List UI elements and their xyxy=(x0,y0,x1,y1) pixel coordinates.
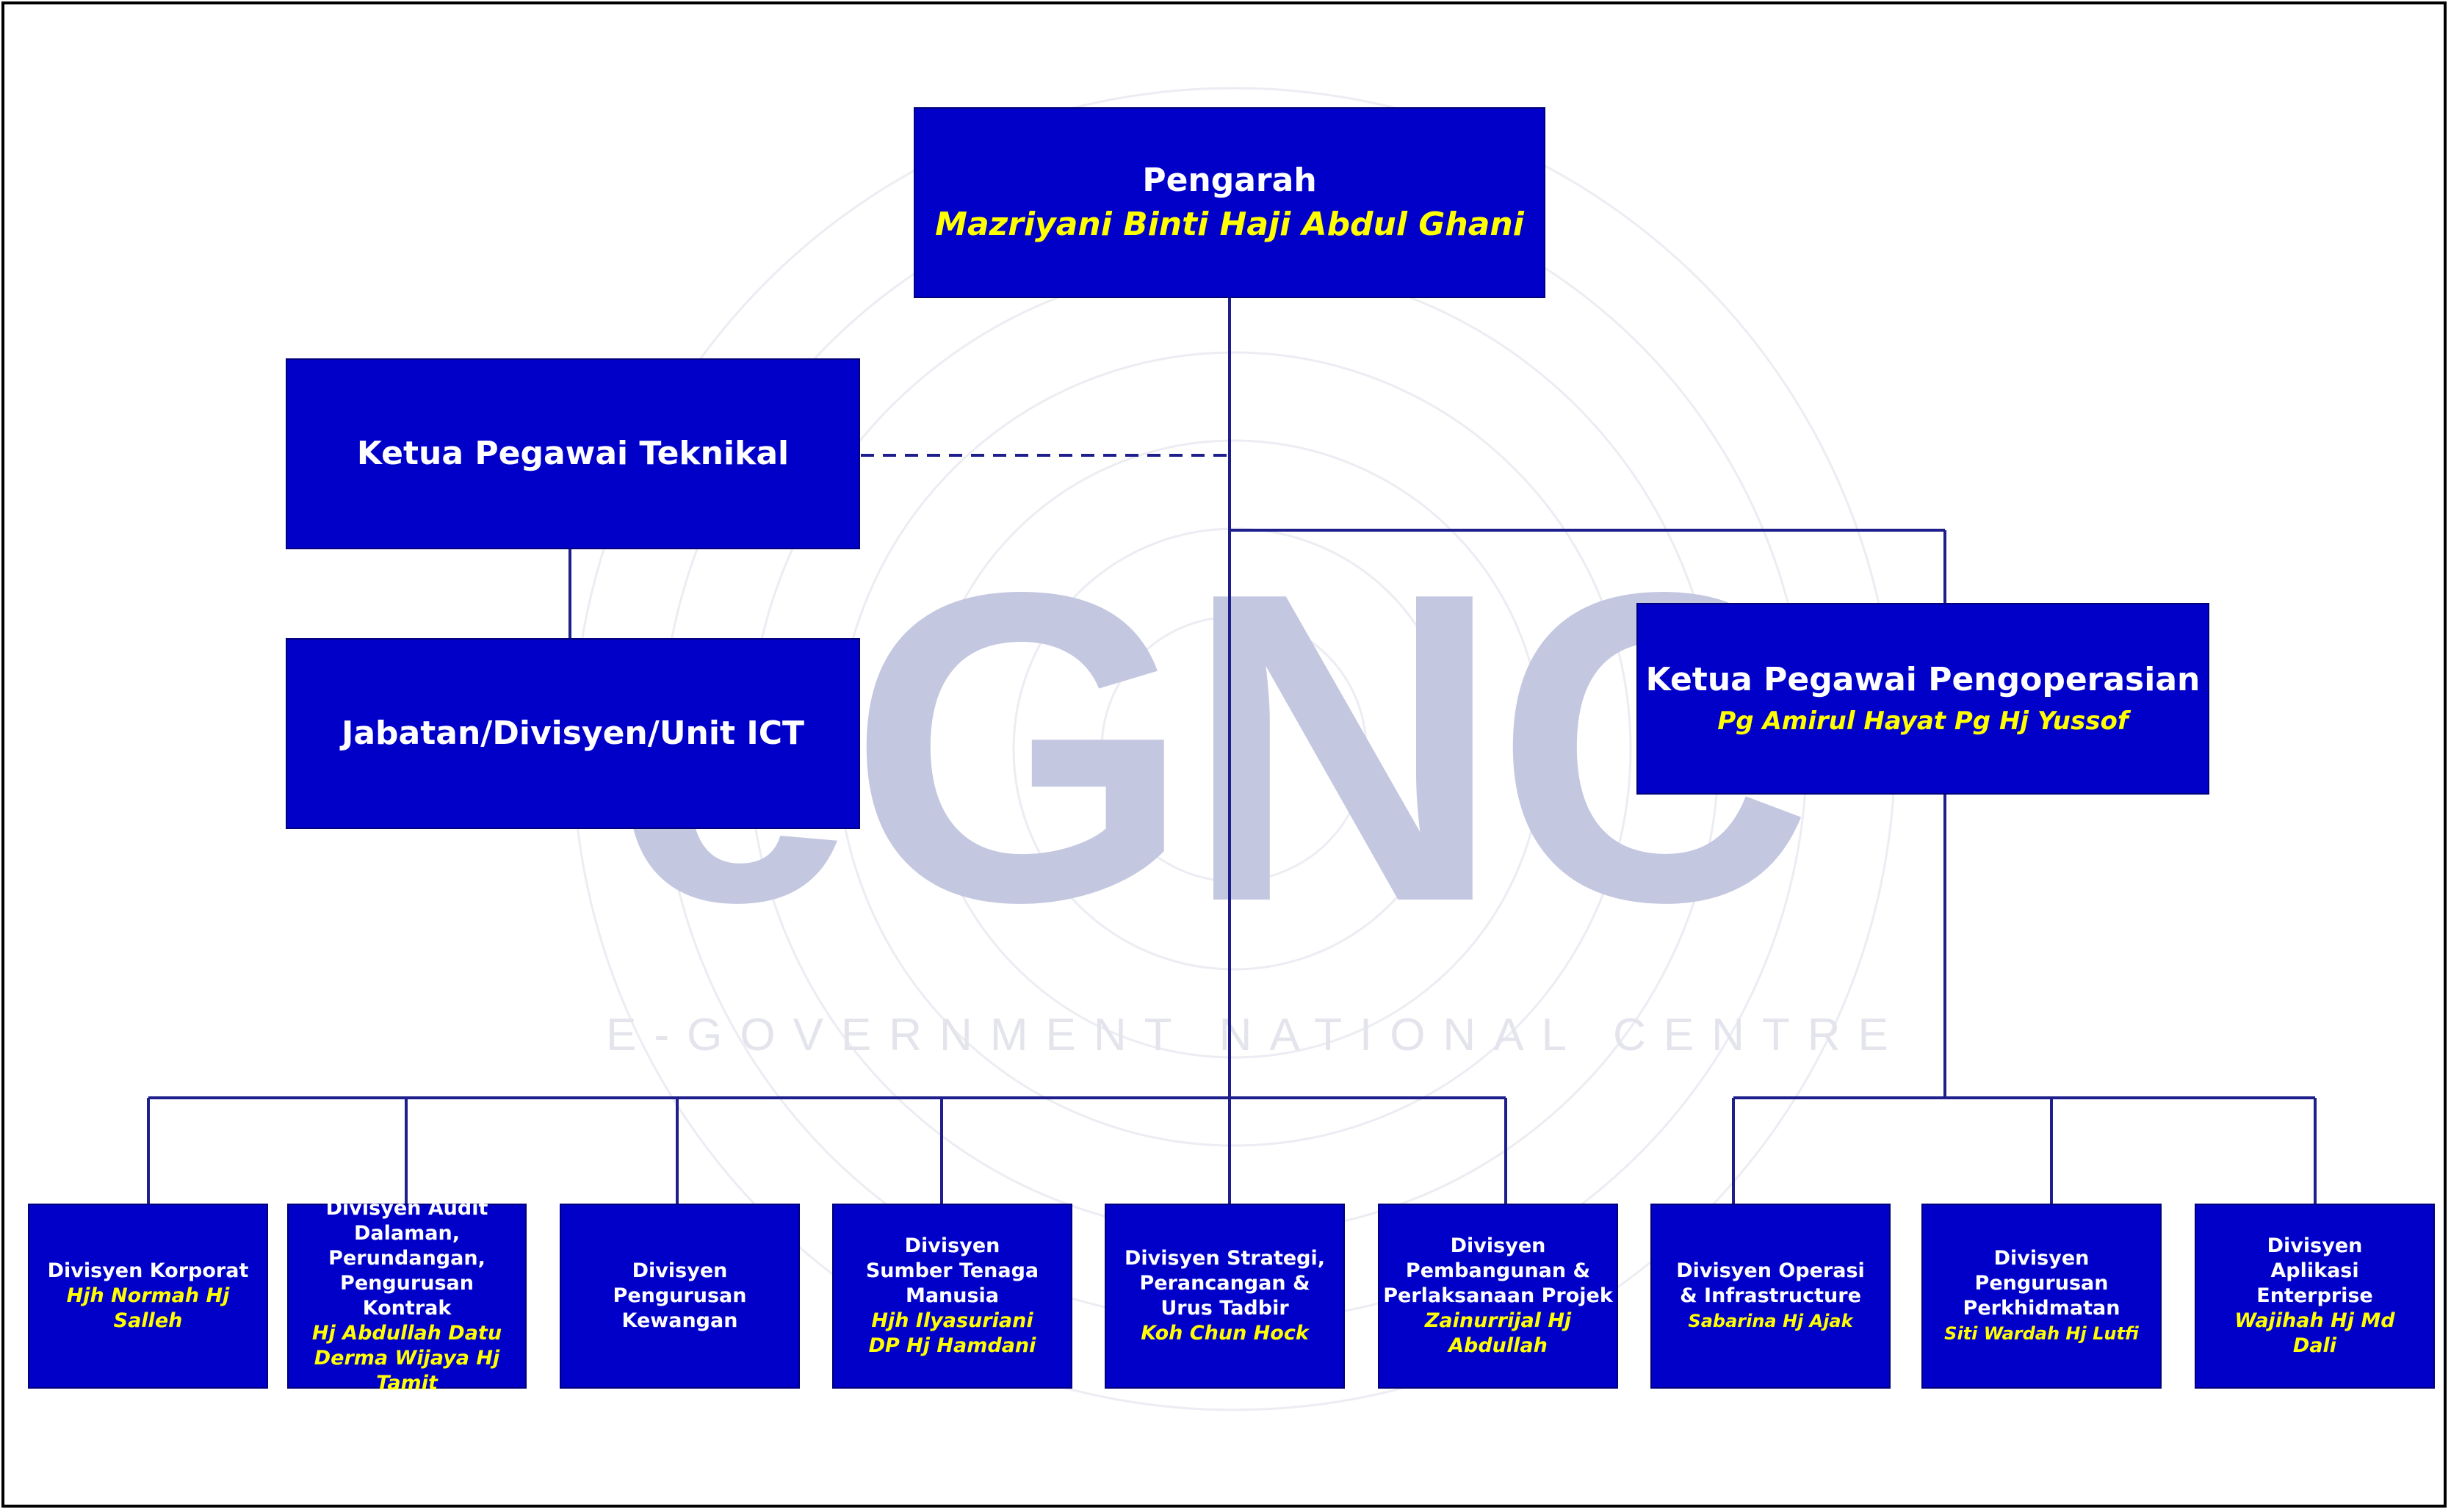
division-kewangan: Divisyen Pengurusan Kewangan xyxy=(560,1204,800,1389)
director-title: Pengarah xyxy=(1142,162,1317,199)
division-head-name: Hj Abdullah Datu Derma Wijaya Hj Tamit xyxy=(311,1322,502,1395)
division-title: Divisyen Aplikasi Enterprise xyxy=(2256,1234,2373,1307)
division-aplikasi: Divisyen Aplikasi Enterprise Wajihah Hj … xyxy=(2195,1204,2435,1389)
technical-officer-title: Ketua Pegawai Teknikal xyxy=(356,435,790,472)
division-head-name: Koh Chun Hock xyxy=(1141,1322,1309,1345)
division-strategi: Divisyen Strategi, Perancangan & Urus Ta… xyxy=(1105,1204,1345,1389)
division-title: Divisyen Operasi & Infrastructure xyxy=(1676,1259,1865,1307)
division-title: Divisyen Korporat xyxy=(47,1259,249,1282)
division-head-name: Siti Wardah Hj Lutfi xyxy=(1944,1323,2139,1344)
division-title: Divisyen Sumber Tenaga Manusia xyxy=(865,1234,1039,1307)
division-title: Divisyen Strategi, Perancangan & Urus Ta… xyxy=(1124,1247,1326,1320)
division-head-name: Hjh Normah Hj Salleh xyxy=(66,1284,230,1332)
division-title: Divisyen Pengurusan Kewangan xyxy=(613,1259,747,1332)
division-title: Divisyen Pembangunan & Perlaksanaan Proj… xyxy=(1383,1234,1613,1307)
ict-unit-box: Jabatan/Divisyen/Unit ICT xyxy=(286,638,860,829)
division-perkhidmatan: Divisyen Pengurusan Perkhidmatan Siti Wa… xyxy=(1921,1204,2162,1389)
division-title: Divisyen Pengurusan Perkhidmatan xyxy=(1963,1247,2120,1320)
division-sumber-manusia: Divisyen Sumber Tenaga Manusia Hjh Ilyas… xyxy=(832,1204,1072,1389)
division-operasi: Divisyen Operasi & Infrastructure Sabari… xyxy=(1650,1204,1891,1389)
operations-officer-title: Ketua Pegawai Pengoperasian xyxy=(1645,660,2201,698)
director-name: Mazriyani Binti Haji Abdul Ghani xyxy=(935,206,1524,243)
division-title: Divisyen Audit Dalaman, Perundangan, Pen… xyxy=(325,1197,488,1320)
division-head-name: Hjh Ilyasuriani DP Hj Hamdani xyxy=(868,1309,1036,1357)
division-head-name: Sabarina Hj Ajak xyxy=(1688,1311,1853,1331)
division-head-name: Zainurrijal Hj Abdullah xyxy=(1424,1309,1572,1357)
ict-unit-title: Jabatan/Divisyen/Unit ICT xyxy=(341,715,804,752)
division-audit: Divisyen Audit Dalaman, Perundangan, Pen… xyxy=(287,1197,527,1395)
division-head-name: Wajihah Hj Md Dali xyxy=(2234,1309,2395,1357)
operations-officer-name: Pg Amirul Hayat Pg Hj Yussof xyxy=(1717,706,2129,736)
operations-officer-box: Ketua Pegawai Pengoperasian Pg Amirul Ha… xyxy=(1636,603,2209,795)
technical-officer-box: Ketua Pegawai Teknikal xyxy=(286,358,860,549)
director-box: Pengarah Mazriyani Binti Haji Abdul Ghan… xyxy=(914,107,1545,298)
division-korporat: Divisyen Korporat Hjh Normah Hj Salleh xyxy=(28,1204,268,1389)
division-pembangunan: Divisyen Pembangunan & Perlaksanaan Proj… xyxy=(1378,1204,1618,1389)
